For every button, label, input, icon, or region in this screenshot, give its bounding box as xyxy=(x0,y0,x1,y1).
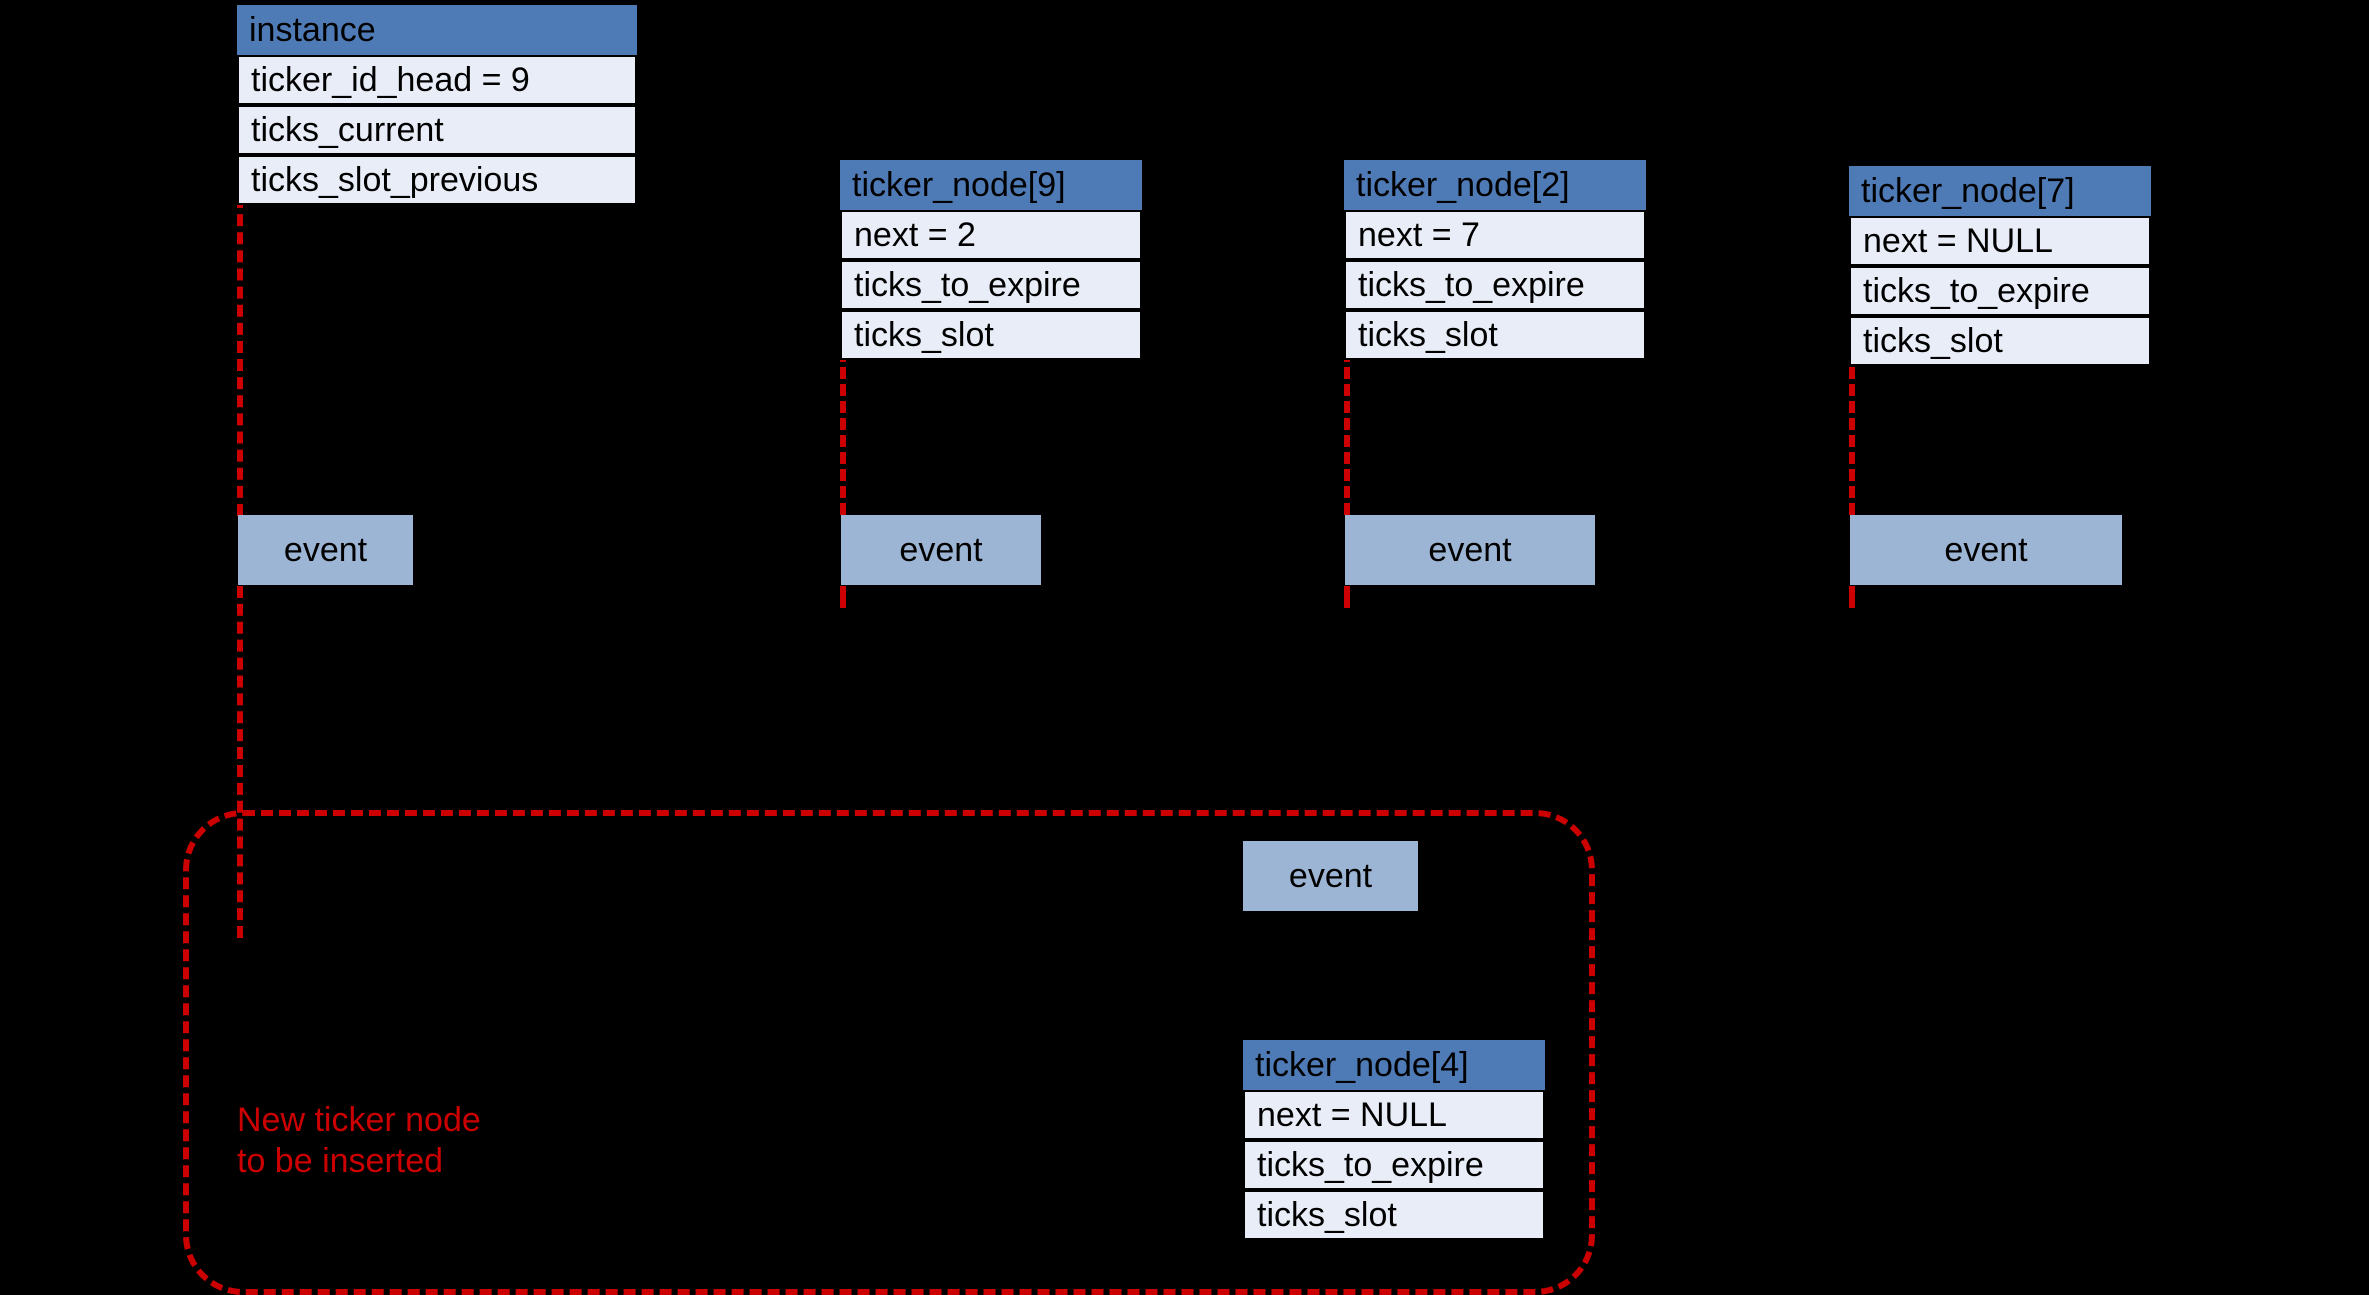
node2-event-link-lower xyxy=(1344,586,1350,608)
ticker-node-7-event-label: event xyxy=(1944,530,2028,569)
ticker-node-7-event-box: event xyxy=(1850,515,2122,585)
ticker-node-7-header: ticker_node[7] xyxy=(1849,166,2151,216)
node2-event-link-upper xyxy=(1344,350,1350,515)
instance-head-link-lower xyxy=(237,586,243,938)
instance-struct-row-ticks-current: ticks_current xyxy=(237,105,637,155)
ticker-node-9-row-next: next = 2 xyxy=(840,210,1142,260)
node7-event-link-upper xyxy=(1849,350,1855,515)
ticker-node-9-row-ticks-to-expire: ticks_to_expire xyxy=(840,260,1142,310)
ticker-node-4-row-ticks-to-expire: ticks_to_expire xyxy=(1243,1140,1545,1190)
instance-struct-header: instance xyxy=(237,5,637,55)
ticker-node-2-event-label: event xyxy=(1428,530,1512,569)
node9-event-link-lower xyxy=(840,586,846,608)
ticker-node-4-row-next: next = NULL xyxy=(1243,1090,1545,1140)
instance-event-label: event xyxy=(283,530,368,569)
new-node-event-box: event xyxy=(1243,841,1418,911)
ticker-node-7-row-ticks-slot: ticks_slot xyxy=(1849,316,2151,366)
ticker-node-2-header: ticker_node[2] xyxy=(1344,160,1646,210)
instance-struct-row-ticker-id-head: ticker_id_head = 9 xyxy=(237,55,637,105)
instance-head-link-upper xyxy=(237,196,243,516)
new-node-region-outline xyxy=(183,810,1595,1295)
ticker-node-9-header: ticker_node[9] xyxy=(840,160,1142,210)
instance-struct-row-ticks-slot-previous: ticks_slot_previous xyxy=(237,155,637,205)
ticker-node-2-row-next: next = 7 xyxy=(1344,210,1646,260)
new-node-event-label: event xyxy=(1288,856,1373,895)
ticker-node-7-struct: ticker_node[7] next = NULL ticks_to_expi… xyxy=(1849,166,2151,366)
node7-event-link-lower xyxy=(1849,586,1855,608)
ticker-node-9-row-ticks-slot: ticks_slot xyxy=(840,310,1142,360)
ticker-node-2-struct: ticker_node[2] next = 7 ticks_to_expire … xyxy=(1344,160,1646,360)
new-node-annotation-text: New ticker node to be inserted xyxy=(237,1101,481,1181)
ticker-node-2-row-ticks-to-expire: ticks_to_expire xyxy=(1344,260,1646,310)
instance-struct: instance ticker_id_head = 9 ticks_curren… xyxy=(237,5,637,205)
ticker-node-9-event-label: event xyxy=(899,530,983,569)
ticker-node-4-struct: ticker_node[4] next = NULL ticks_to_expi… xyxy=(1243,1040,1545,1240)
ticker-node-9-event-box: event xyxy=(841,515,1041,585)
ticker-node-2-event-box: event xyxy=(1345,515,1595,585)
node9-event-link-upper xyxy=(840,350,846,515)
ticker-node-9-struct: ticker_node[9] next = 2 ticks_to_expire … xyxy=(840,160,1142,360)
ticker-node-7-row-ticks-to-expire: ticks_to_expire xyxy=(1849,266,2151,316)
ticker-node-4-row-ticks-slot: ticks_slot xyxy=(1243,1190,1545,1240)
ticker-node-2-row-ticks-slot: ticks_slot xyxy=(1344,310,1646,360)
ticker-node-4-header: ticker_node[4] xyxy=(1243,1040,1545,1090)
instance-event-box: event xyxy=(238,515,413,585)
ticker-node-7-row-next: next = NULL xyxy=(1849,216,2151,266)
